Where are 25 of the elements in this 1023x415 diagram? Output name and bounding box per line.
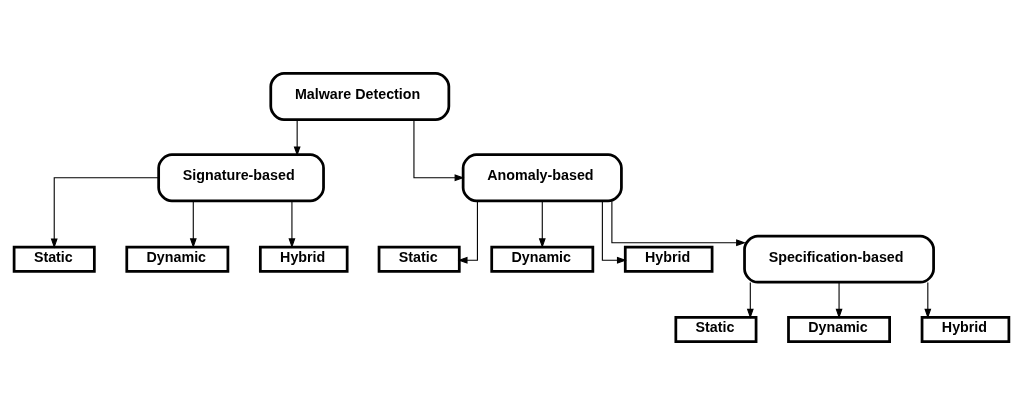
node-box: Static: [674, 316, 758, 343]
node-box: Hybrid: [258, 245, 349, 273]
arrow: [288, 200, 296, 249]
node-box: Dynamic: [787, 316, 891, 343]
node-box: Static: [377, 245, 461, 273]
node-box: Malware Detection: [269, 72, 451, 121]
arrow: [293, 119, 301, 157]
arrow: [835, 282, 843, 319]
arrow: [746, 282, 754, 319]
node-box: Signature-based: [157, 153, 325, 203]
arrow: [924, 282, 932, 319]
node-box: Specification-based: [743, 234, 935, 284]
arrow: [538, 200, 546, 249]
node-box: Static: [12, 245, 96, 273]
node-box: Hybrid: [623, 245, 714, 273]
arrow: [189, 200, 197, 249]
node-box: Hybrid: [920, 316, 1011, 343]
arrow: [457, 200, 478, 264]
arrow: [611, 200, 747, 247]
node-box: Dynamic: [125, 245, 230, 273]
node-box: Anomaly-based: [461, 153, 623, 203]
arrow: [413, 119, 465, 182]
node-box: Dynamic: [490, 245, 595, 273]
arrow: [601, 200, 627, 264]
arrow: [50, 177, 160, 249]
